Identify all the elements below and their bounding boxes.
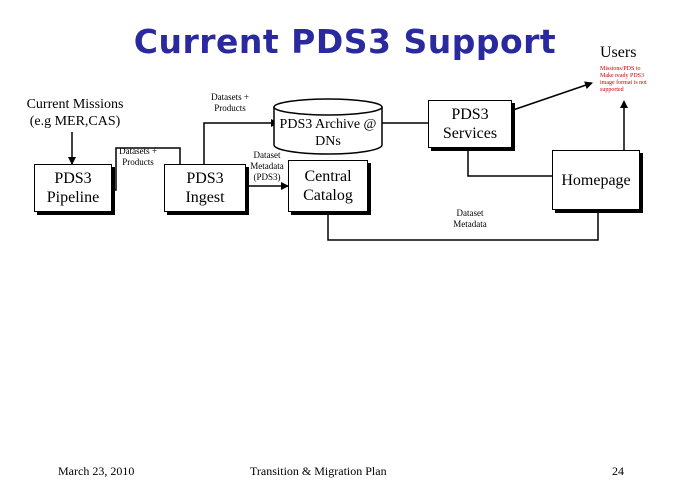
- pipeline-to-ingest-line: [112, 147, 181, 191]
- dataset-metadata-bottom-label: Dataset Metadata: [453, 208, 487, 229]
- pds3-pipeline-box: PDS3 Pipeline: [34, 164, 112, 212]
- datasets-products-left-label: Datasets + Products: [119, 146, 157, 167]
- ingest-to-archive-arrow: [203, 119, 279, 164]
- services-to-homepage-line: [467, 148, 552, 177]
- homepage-box: Homepage: [552, 150, 640, 210]
- pds3-services-box: PDS3 Services: [428, 100, 512, 148]
- users-label: Users: [600, 44, 637, 61]
- users-note: Missions/PDS to Make ready PDS3 image fo…: [600, 66, 647, 93]
- pds3-ingest-box: PDS3 Ingest: [164, 164, 246, 212]
- homepage-to-catalog-line: [327, 210, 599, 241]
- archive-cylinder-icon: [273, 98, 383, 155]
- footer-date: March 23, 2010: [58, 464, 135, 478]
- services-to-users-arrow: [512, 81, 593, 111]
- central-catalog-box: Central Catalog: [288, 160, 368, 212]
- slide-title: Current PDS3 Support: [133, 22, 557, 61]
- current-missions-label: Current Missions (e.g MER,CAS): [26, 97, 124, 129]
- datasets-products-top-label: Datasets + Products: [211, 92, 249, 113]
- archive-label: PDS3 Archive @ DNs: [279, 117, 377, 149]
- dataset-metadata-pds3-label: Dataset Metadata (PDS3): [250, 150, 284, 182]
- footer-page-number: 24: [612, 464, 624, 478]
- footer-center: Transition & Migration Plan: [250, 464, 387, 478]
